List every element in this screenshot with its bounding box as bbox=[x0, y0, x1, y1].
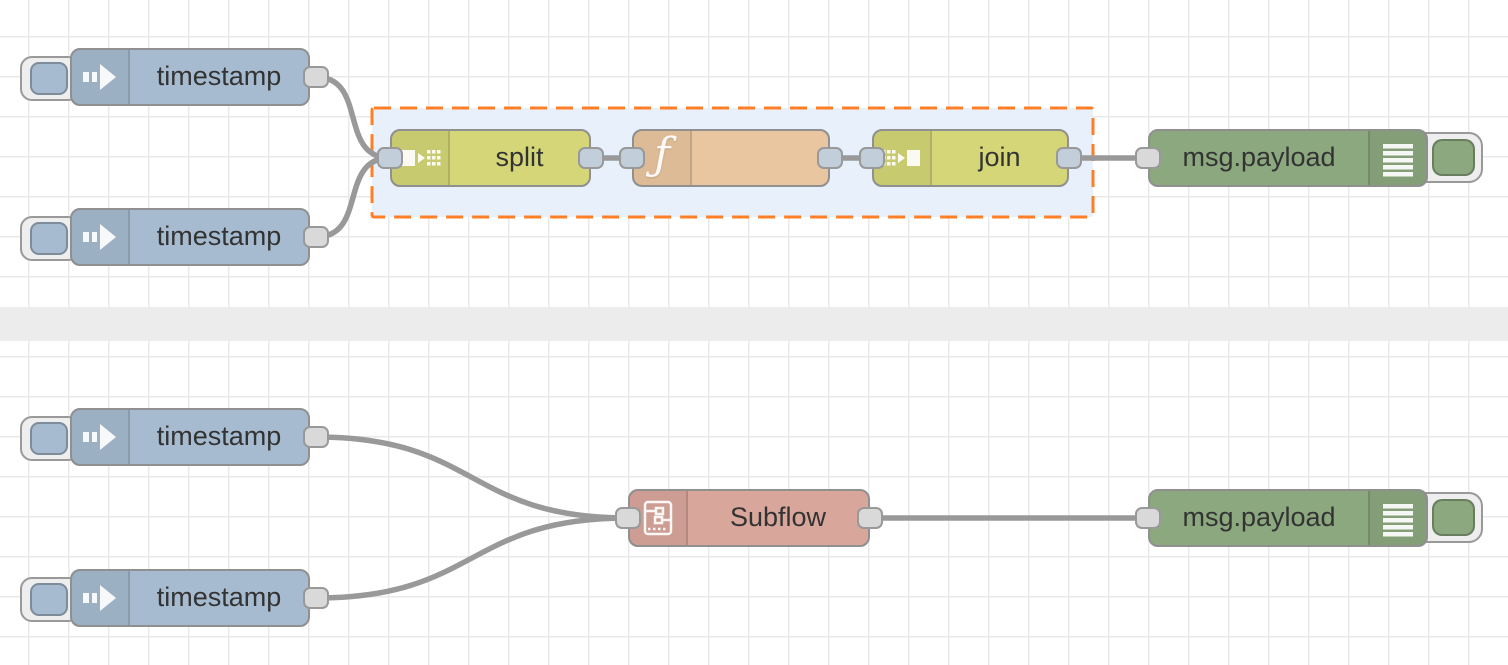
wire-inject4-subflow[interactable] bbox=[313, 515, 631, 601]
output-port-inject-3[interactable] bbox=[303, 426, 329, 448]
node-function[interactable]: ƒ bbox=[632, 129, 830, 187]
node-label: msg.payload bbox=[1182, 501, 1336, 532]
output-port-split[interactable] bbox=[578, 147, 604, 169]
wire-inject2-split[interactable] bbox=[313, 155, 393, 240]
inject-arrow-icon bbox=[72, 410, 130, 464]
inject-arrow-icon bbox=[72, 210, 130, 264]
output-port-join[interactable] bbox=[1056, 147, 1082, 169]
node-inject-2[interactable]: timestamp bbox=[70, 208, 310, 266]
inject-arrow-icon bbox=[72, 571, 130, 625]
output-port-inject-1[interactable] bbox=[303, 66, 329, 88]
inject-button-pad[interactable] bbox=[30, 583, 68, 616]
node-label: Subflow bbox=[729, 501, 827, 532]
debug-list-icon bbox=[1368, 491, 1426, 545]
input-port-function[interactable] bbox=[619, 147, 645, 169]
output-port-function[interactable] bbox=[817, 147, 843, 169]
input-port-subflow[interactable] bbox=[615, 507, 641, 529]
input-port-join[interactable] bbox=[859, 147, 885, 169]
node-debug-2[interactable]: msg.payload bbox=[1148, 489, 1428, 547]
debug-list-icon bbox=[1368, 131, 1426, 185]
output-port-inject-4[interactable] bbox=[303, 587, 329, 609]
debug-toggle-pad[interactable] bbox=[1432, 139, 1475, 176]
input-port-debug-1[interactable] bbox=[1135, 147, 1161, 169]
node-inject-3[interactable]: timestamp bbox=[70, 408, 310, 466]
section-divider bbox=[0, 307, 1508, 341]
node-label: timestamp bbox=[156, 420, 282, 451]
node-inject-1[interactable]: timestamp bbox=[70, 48, 310, 106]
output-port-subflow[interactable] bbox=[857, 507, 883, 529]
inject-arrow-icon bbox=[72, 50, 130, 104]
debug-toggle-pad[interactable] bbox=[1432, 499, 1475, 536]
wire-inject3-subflow[interactable] bbox=[313, 434, 631, 521]
node-label: msg.payload bbox=[1182, 141, 1336, 172]
inject-button-pad[interactable] bbox=[30, 62, 68, 95]
input-port-debug-2[interactable] bbox=[1135, 507, 1161, 529]
node-debug-1[interactable]: msg.payload bbox=[1148, 129, 1428, 187]
wire-inject1-split[interactable] bbox=[313, 74, 393, 161]
inject-button-pad[interactable] bbox=[30, 422, 68, 455]
node-label: split bbox=[495, 141, 544, 172]
node-split[interactable]: split bbox=[390, 129, 591, 187]
inject-button-pad[interactable] bbox=[30, 222, 68, 255]
node-inject-4[interactable]: timestamp bbox=[70, 569, 310, 627]
node-label: timestamp bbox=[156, 220, 282, 251]
node-label: timestamp bbox=[156, 60, 282, 91]
output-port-inject-2[interactable] bbox=[303, 226, 329, 248]
node-label bbox=[692, 131, 828, 185]
node-label: timestamp bbox=[156, 581, 282, 612]
node-subflow[interactable]: Subflow bbox=[628, 489, 870, 547]
input-port-split[interactable] bbox=[377, 147, 403, 169]
node-join[interactable]: join bbox=[872, 129, 1069, 187]
node-label: join bbox=[978, 141, 1021, 172]
split-icon bbox=[392, 131, 450, 185]
